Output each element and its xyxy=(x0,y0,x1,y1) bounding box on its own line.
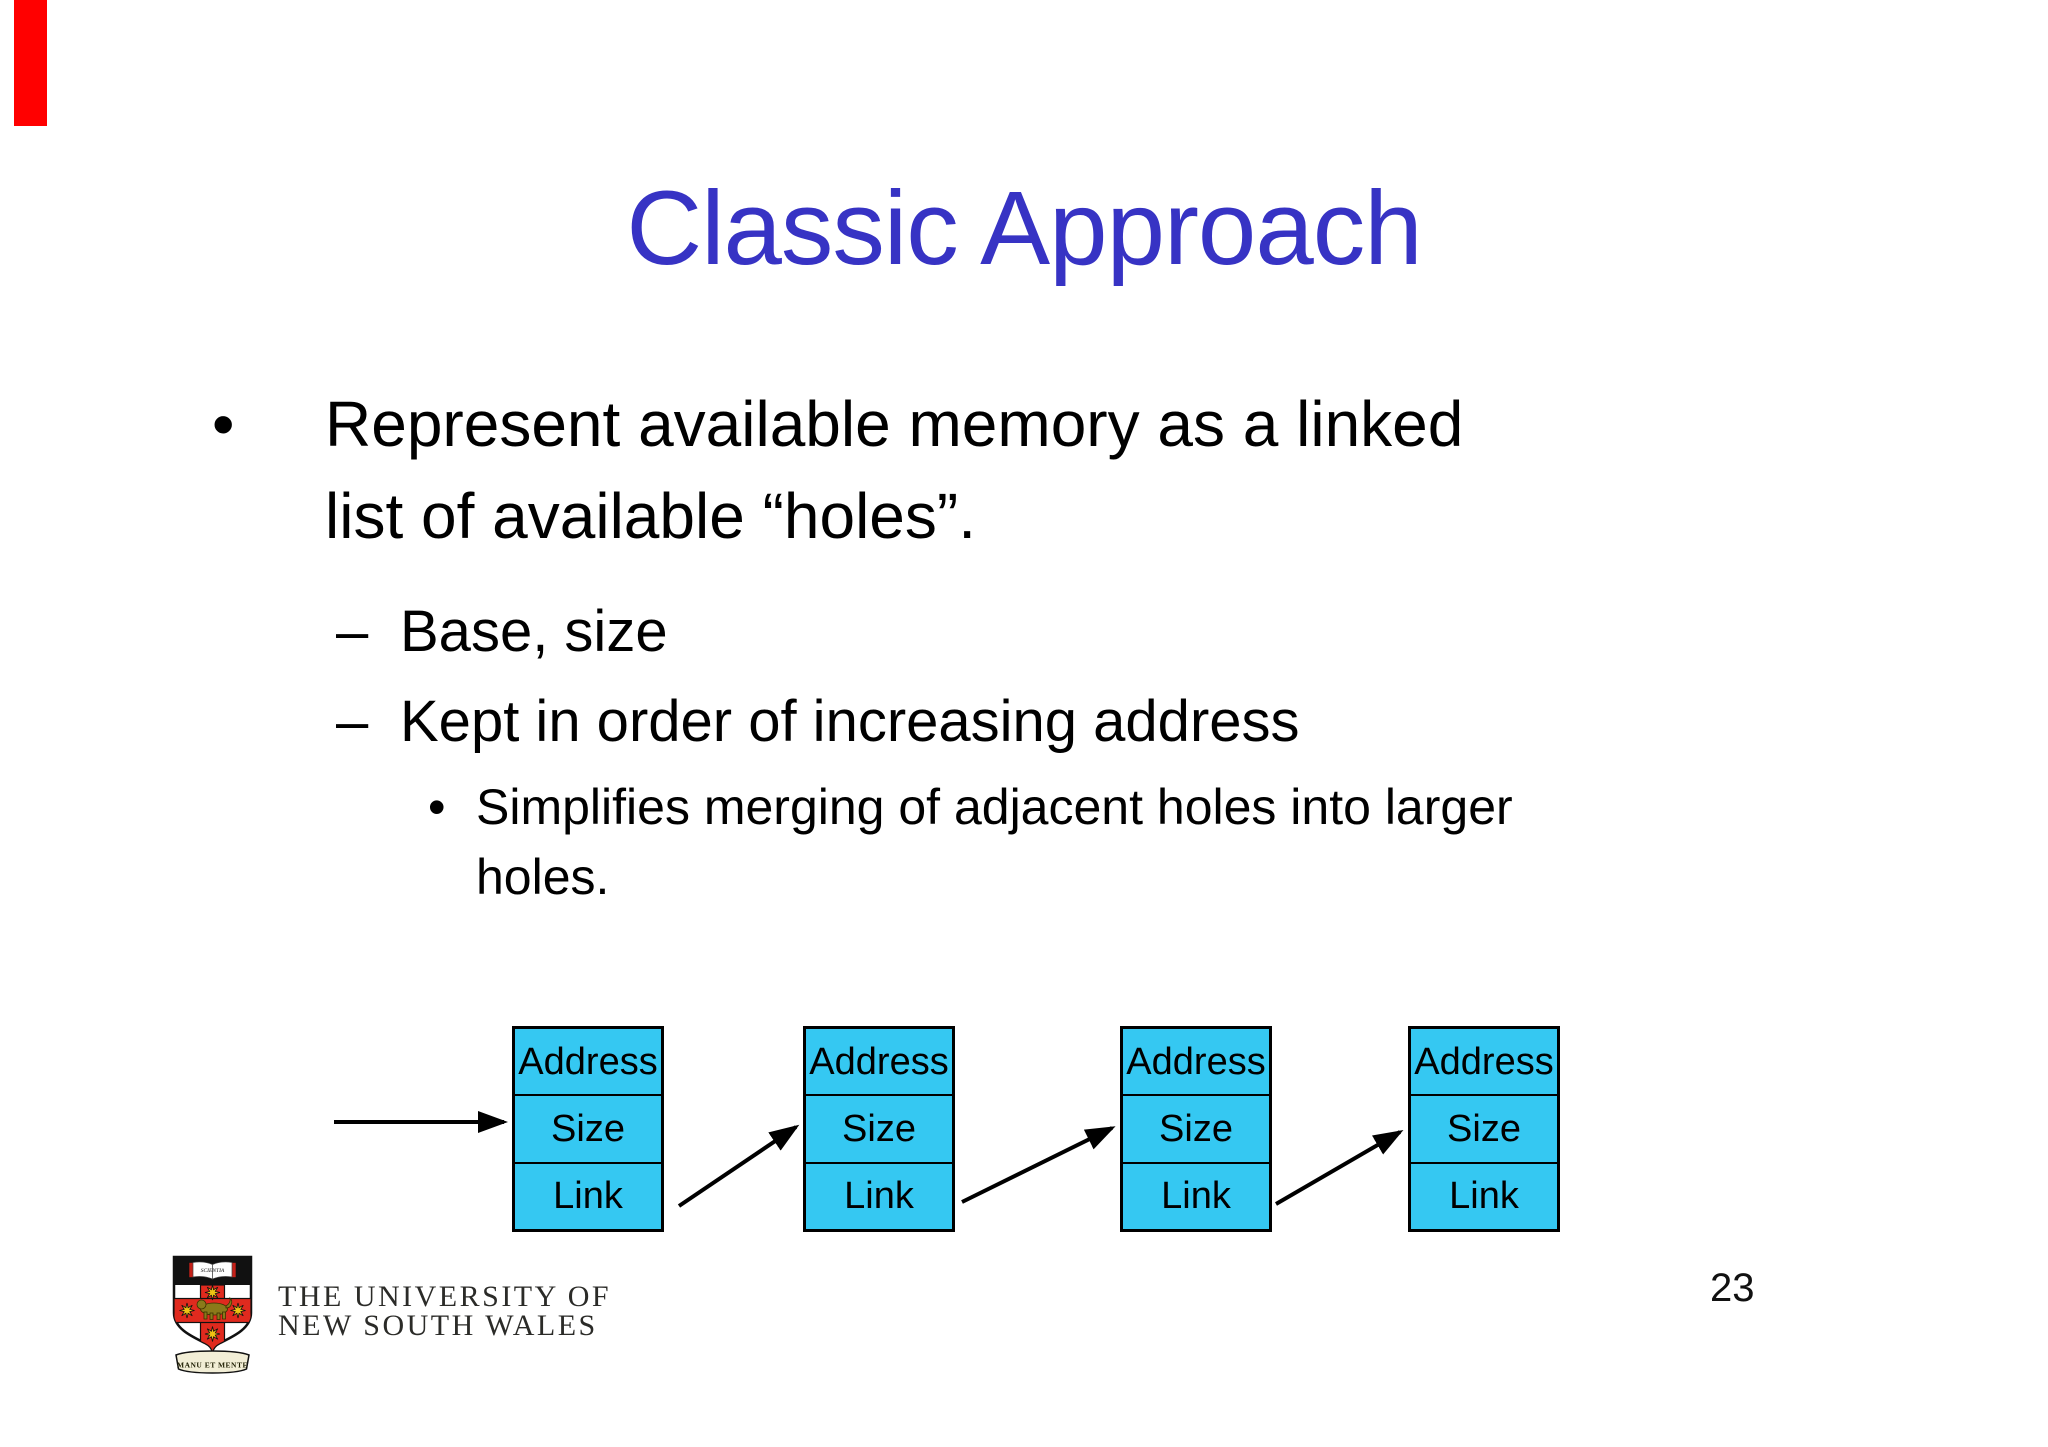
link-arrow xyxy=(677,1124,800,1208)
red-marker-bar xyxy=(14,0,47,126)
link-arrow xyxy=(1274,1129,1404,1206)
bullet-line: list of available “holes”. xyxy=(325,480,976,552)
university-name: THE UNIVERSITY OF NEW SOUTH WALES xyxy=(278,1280,612,1342)
university-name-line2: NEW SOUTH WALES xyxy=(278,1309,598,1342)
node-cell-size: Size xyxy=(1411,1094,1557,1161)
slide-title: Classic Approach xyxy=(626,170,1422,287)
crest-motto: MANU ET MENTE xyxy=(177,1361,248,1370)
crest-book-text: SCIENTIA xyxy=(201,1268,225,1274)
bullet-item-level2: –Base, size xyxy=(0,594,2048,669)
node-cell-link: Link xyxy=(515,1161,661,1229)
bullet-line: Represent available memory as a linked xyxy=(325,388,1464,460)
bullet-marker: – xyxy=(336,599,369,664)
bullet-item-level2: –Kept in order of increasing address xyxy=(0,684,2048,759)
bullet-line: holes. xyxy=(476,849,610,905)
page-number: 23 xyxy=(1710,1266,1755,1310)
link-arrow xyxy=(961,1126,1116,1204)
node-cell-link: Link xyxy=(806,1161,952,1229)
bullet-marker: • xyxy=(428,779,446,835)
node-cell-address: Address xyxy=(518,1040,658,1083)
crest-lion xyxy=(196,1296,233,1320)
bullet-line: Simplifies merging of adjacent holes int… xyxy=(476,779,1513,835)
bullet-item-level1: • Represent available memory as a linked l… xyxy=(0,378,2048,562)
node-cell-size: Size xyxy=(515,1094,661,1161)
node-cell-address: Address xyxy=(1414,1040,1554,1083)
bullet-marker: – xyxy=(336,689,369,754)
university-name-line1: THE UNIVERSITY OF xyxy=(278,1280,612,1313)
node-cell-link: Link xyxy=(1411,1161,1557,1229)
unsw-crest: SCIENTIA MANU ET MENTE xyxy=(172,1255,253,1374)
node-cell-address: Address xyxy=(1126,1040,1266,1083)
bullet-marker: • xyxy=(212,388,235,460)
bullet-line: Kept in order of increasing address xyxy=(400,689,1300,754)
node-cell-size: Size xyxy=(1123,1094,1269,1161)
bullet-item-level3: • Simplifies merging of adjacent holes in… xyxy=(0,772,2048,912)
node-cell-address: Address xyxy=(809,1040,949,1083)
node-cell-link: Link xyxy=(1123,1161,1269,1229)
crest-book: SCIENTIA xyxy=(188,1261,237,1280)
bullet-line: Base, size xyxy=(400,599,668,664)
crest-scroll: MANU ET MENTE xyxy=(175,1350,250,1374)
node-cell-size: Size xyxy=(806,1094,952,1161)
